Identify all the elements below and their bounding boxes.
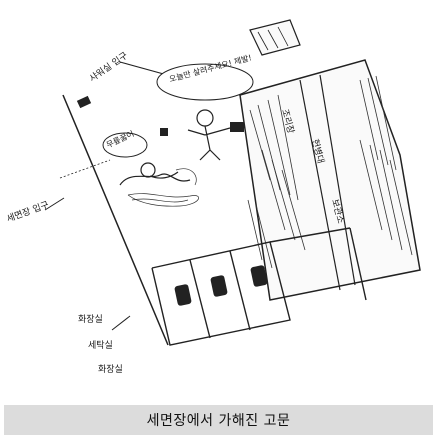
building-block	[239, 59, 421, 301]
caption-text: 세면장에서 가해진 고문	[146, 413, 291, 429]
dotted-line	[59, 159, 111, 179]
toilet-label-2: 세탁실	[88, 339, 113, 351]
building-partition-2	[319, 74, 356, 286]
shower-entrance-label: 샤워실 입구	[87, 49, 130, 84]
washroom-entrance-label: 세면장 입구	[5, 198, 51, 224]
pen-sketch: 샤워실 입구 세면장 입구 오늘만 살려주세요! 제발! 무릎꿇어 조리장 헌병…	[5, 19, 421, 375]
speech-bubble-left	[102, 132, 148, 158]
small-object	[160, 128, 168, 136]
left-wall-line	[62, 94, 169, 346]
arrow-toilet	[111, 315, 131, 331]
caption-bar: 세면장에서 가해진 고문	[4, 405, 433, 435]
toilet-fixtures	[174, 265, 268, 306]
left-small-item	[76, 95, 92, 109]
figures	[119, 109, 231, 186]
toilet-label-3: 화장실	[98, 364, 123, 375]
building-hatching	[247, 75, 413, 269]
toilet-label-1: 화장실	[78, 314, 103, 325]
floor-scribble	[127, 168, 200, 207]
arrow-washroom	[44, 197, 65, 211]
bucket-object	[230, 122, 244, 132]
sign-hatching	[257, 26, 289, 51]
sign-box	[249, 19, 301, 56]
toilet-stalls	[151, 227, 367, 346]
building-partition-1	[299, 79, 341, 291]
speech-bubble-right	[156, 63, 254, 101]
